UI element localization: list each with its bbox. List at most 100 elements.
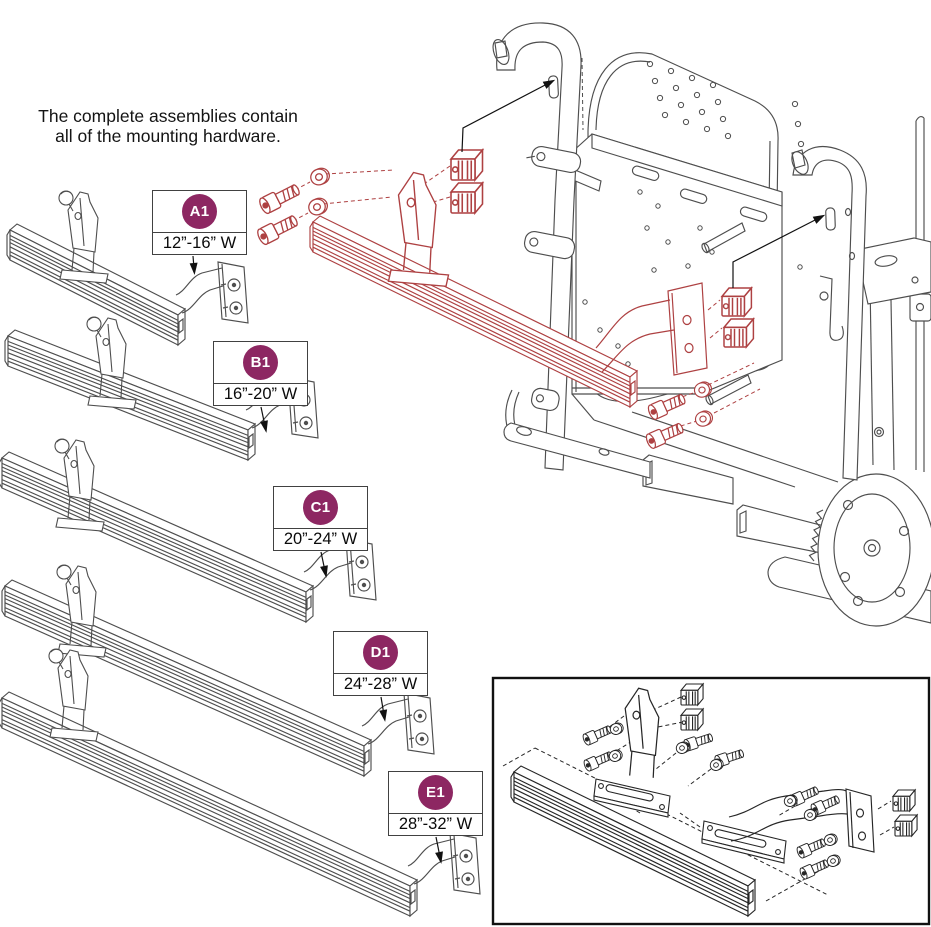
extruded-rail: [510, 765, 757, 918]
assembly-badge-a1: A1: [182, 194, 217, 229]
socket-head-screw-icon: [810, 795, 840, 816]
socket-head-screw-icon: [647, 393, 686, 420]
inset-exploded-parts: [502, 682, 919, 918]
seat-edge: [631, 411, 839, 483]
arrowhead-icon: [812, 214, 826, 224]
assembly-badge-frame: C1: [274, 487, 367, 529]
arrowhead-icon: [260, 420, 268, 433]
assembly-badge-frame: A1: [153, 191, 246, 233]
lower-mount-rail: [503, 422, 651, 479]
assembly-range-d1: 24”-28” W: [343, 675, 418, 693]
assembly-badge-e1: E1: [418, 775, 453, 810]
assembly-label-e1: E1 28”-32” W: [388, 771, 483, 836]
arrowhead-icon: [320, 565, 328, 578]
socket-head-screw-icon: [583, 751, 613, 772]
cane-clamp-collar: [526, 145, 582, 174]
assembly-label-a1: A1 12”-16” W: [152, 190, 247, 255]
note-line-2: all of the mounting hardware.: [55, 126, 281, 146]
assembly-drawing: [6, 190, 249, 347]
highlighted-mount-assembly: [257, 147, 761, 449]
extruded-rail: [1, 579, 373, 778]
socket-head-screw-icon: [796, 838, 826, 859]
cane-clamp-collar: [523, 230, 576, 260]
clamp-nut-icon: [891, 788, 917, 813]
assembly-range-c1: 20”-24” W: [283, 530, 358, 548]
side-bracket-plate: [855, 237, 931, 305]
shell-vent-holes: [646, 60, 805, 148]
gusset-bracket: [56, 564, 107, 658]
assembly-badge-frame: B1: [214, 342, 307, 384]
mount-rod: [703, 222, 746, 253]
gusset-bracket: [54, 438, 105, 532]
arrowhead-icon: [379, 709, 388, 722]
assembly-label-d1: D1 24”-28” W: [333, 631, 428, 696]
washer-icon: [310, 167, 330, 186]
panel-holes: [582, 189, 803, 367]
mount-rod: [707, 374, 752, 405]
socket-head-screw-icon: [799, 859, 829, 880]
end-mount-bracket: [361, 692, 435, 755]
assembly-range-e1: 28”-32” W: [398, 815, 473, 833]
assembly-drawing: [0, 648, 481, 918]
callout-arrows: [189, 79, 826, 864]
note-text: The complete assemblies contain all of t…: [12, 106, 324, 146]
panel-slot: [739, 206, 768, 222]
washer-icon: [823, 833, 838, 846]
end-mount-bracket: [175, 261, 249, 324]
washer-icon: [675, 741, 690, 754]
washer-icon: [608, 749, 623, 762]
panel-slot: [679, 188, 708, 204]
assembly-size-drawings: [0, 190, 481, 918]
rail-clamp: [909, 293, 931, 322]
gusset-bracket: [86, 316, 137, 410]
gusset-bracket: [624, 687, 660, 778]
frame-box-tube: [642, 454, 734, 505]
extruded-rail: [0, 691, 419, 918]
cane-mount-slot: [548, 75, 559, 99]
assembly-badge-d1: D1: [363, 635, 398, 670]
note-line-1: The complete assemblies contain: [38, 106, 298, 126]
hidden-edge: [581, 57, 584, 131]
extruded-rail: [309, 215, 639, 409]
end-mount-bracket: [407, 832, 481, 895]
arrowhead-icon: [435, 851, 443, 864]
clamp-nut-icon: [720, 285, 753, 319]
wheelchair-back-illustration: [492, 22, 931, 627]
cane-mount-slot: [825, 207, 836, 231]
gusset-bracket: [387, 171, 450, 287]
gusset-bracket: [48, 648, 99, 742]
clamp-nut-icon: [722, 316, 755, 350]
assembly-drawing: [4, 316, 319, 462]
cane-clamp-collar: [530, 387, 560, 411]
socket-head-screw-icon: [645, 422, 684, 449]
arrowhead-icon: [542, 79, 556, 89]
washer-icon: [694, 410, 714, 427]
washer-icon: [693, 381, 713, 398]
gear-teeth: [808, 509, 824, 562]
end-mount-bracket: [728, 788, 875, 853]
assembly-label-c1: C1 20”-24” W: [273, 486, 368, 551]
arrowhead-icon: [189, 262, 198, 275]
gusset-bracket: [58, 190, 109, 284]
top-crossbar: [591, 133, 783, 207]
socket-head-screw-icon: [259, 184, 300, 215]
panel-slot: [631, 165, 660, 181]
callout-arrow: [461, 82, 550, 153]
assembly-badge-b1: B1: [243, 345, 278, 380]
assembly-label-b1: B1 16”-20” W: [213, 341, 308, 406]
socket-head-screw-icon: [582, 725, 612, 746]
clamp-nut-icon: [449, 147, 485, 183]
callout-arrow: [732, 217, 820, 288]
right-back-cane: [792, 146, 867, 481]
washer-icon: [826, 854, 841, 867]
clamp-nut-icon: [679, 707, 705, 732]
seat-edge: [593, 419, 796, 488]
assembly-badge-frame: E1: [389, 772, 482, 814]
washer-icon: [709, 758, 724, 771]
cane-hook: [819, 275, 844, 341]
assembly-drawing: [0, 438, 377, 624]
washer-icon: [803, 808, 818, 821]
assembly-drawing: [1, 564, 435, 778]
